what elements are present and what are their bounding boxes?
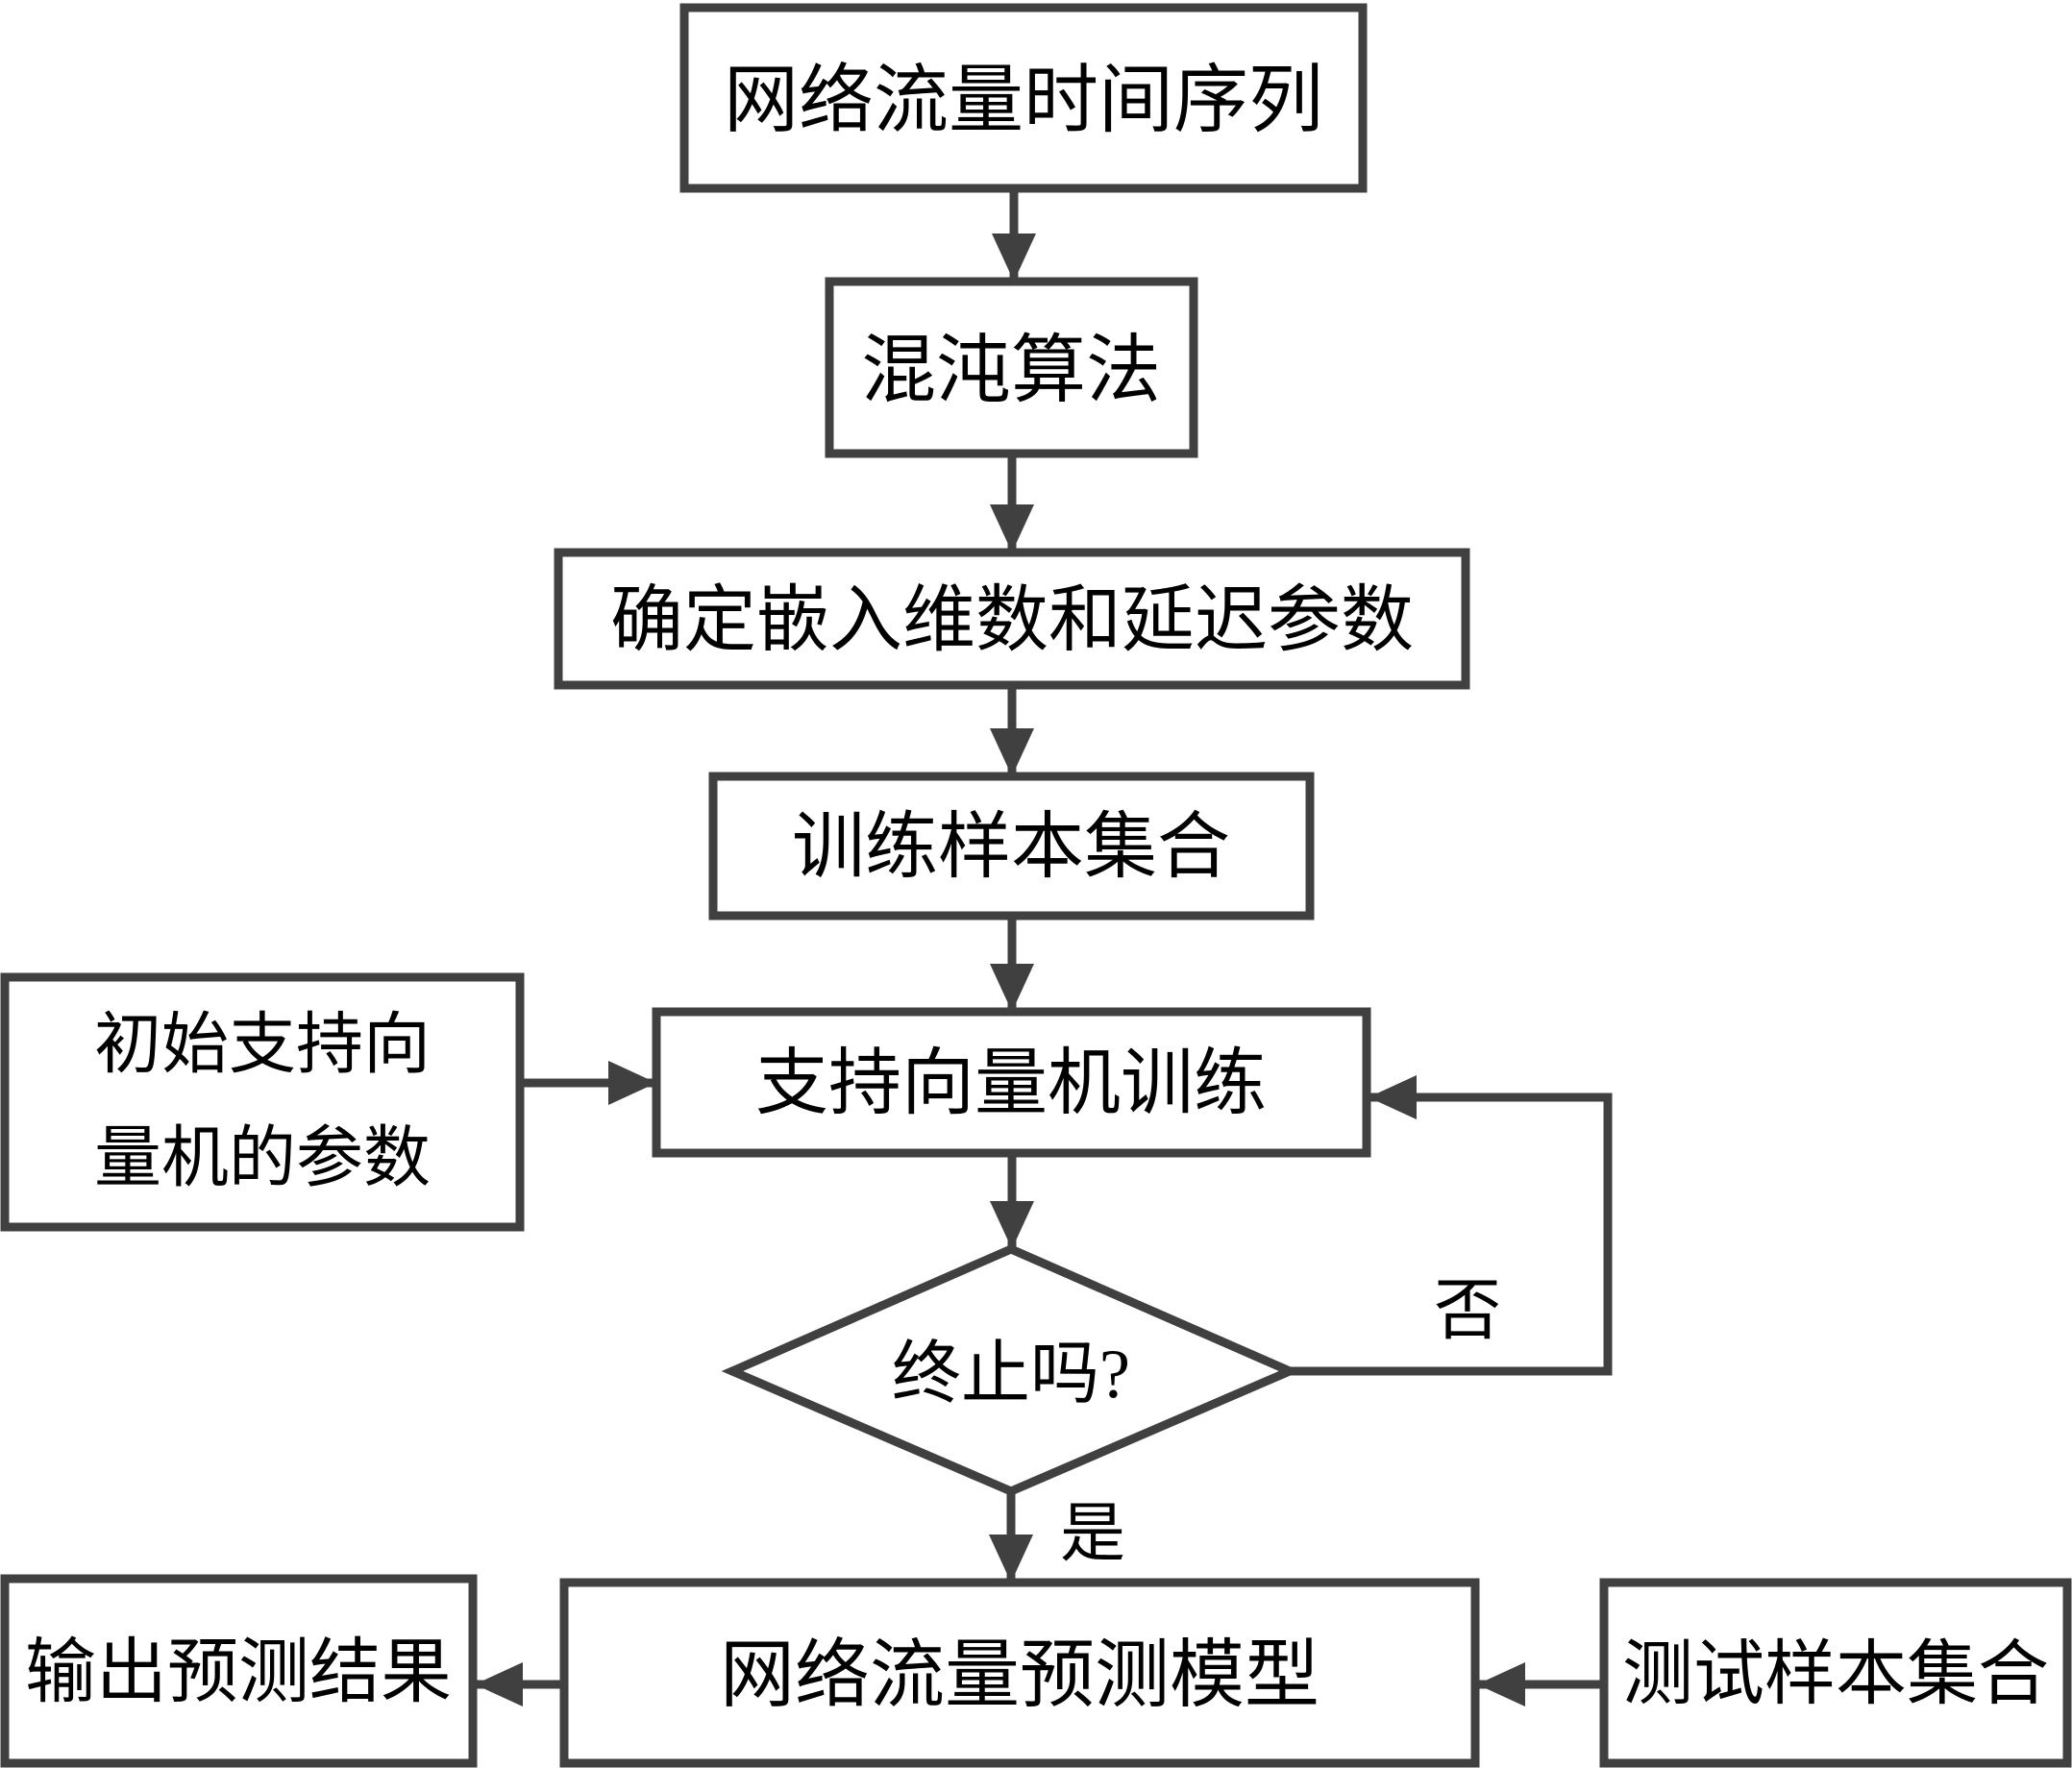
node-embedding-params: 确定嵌入维数和延迟参数: [554, 548, 1470, 690]
initial-svm-params-label-line1: 初始支持向: [94, 1009, 431, 1083]
edge-terminate-no-feedback: [1290, 1075, 1613, 1376]
test-set-label: 测试样本集合: [1622, 1635, 2049, 1714]
chaos-algorithm-box: [825, 277, 1198, 458]
chaos-algorithm-label: 混沌算法: [861, 329, 1161, 412]
test-set-box: [1599, 1578, 2072, 1768]
output-results-label: 输出预测结果: [25, 1633, 452, 1712]
node-output-results: 输出预测结果: [0, 1574, 478, 1768]
node-prediction-model: 网络流量预测模型: [559, 1578, 1480, 1768]
node-chaos-algorithm: 混沌算法: [825, 277, 1198, 458]
terminate-decision-diamond: [721, 1244, 1301, 1496]
prediction-model-label: 网络流量预测模型: [720, 1633, 1320, 1717]
time-series-box: [679, 3, 1368, 193]
edge-label-yes: 是: [1060, 1497, 1125, 1570]
edge-label-no: 否: [1434, 1275, 1501, 1349]
initial-svm-params-label-line2: 量机的参数: [94, 1122, 431, 1196]
prediction-model-box: [559, 1578, 1480, 1768]
training-set-box: [708, 772, 1315, 921]
svm-training-label: 支持向量机训练: [755, 1044, 1267, 1124]
node-initial-svm-params: 初始支持向 量机的参数: [0, 972, 525, 1232]
node-terminate-decision: 终止吗?: [721, 1244, 1301, 1496]
node-time-series: 网络流量时间序列: [679, 3, 1368, 193]
embedding-params-label: 确定嵌入维数和延迟参数: [610, 580, 1414, 661]
time-series-label: 网络流量时间序列: [724, 59, 1323, 142]
terminate-decision-label: 终止吗?: [892, 1336, 1130, 1412]
node-test-set: 测试样本集合: [1599, 1578, 2072, 1768]
node-svm-training: 支持向量机训练: [652, 1007, 1371, 1158]
output-results-box: [0, 1574, 478, 1768]
embedding-params-box: [554, 548, 1470, 690]
initial-svm-params-box: [0, 972, 525, 1232]
node-training-set: 训练样本集合: [708, 772, 1315, 921]
training-set-label: 训练样本集合: [792, 807, 1230, 888]
svm-training-box: [652, 1007, 1371, 1158]
